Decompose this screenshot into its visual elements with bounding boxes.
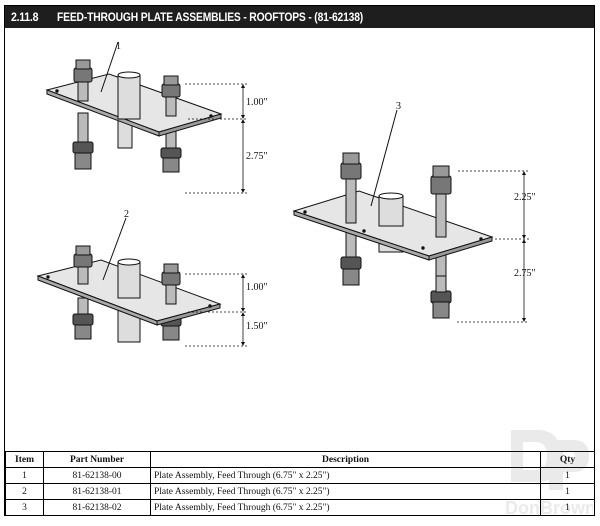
cell-part-number: 81-62138-00: [43, 467, 151, 484]
dim-a2-top: 1.00": [246, 282, 268, 293]
dim-a2-bottom: 1.50": [246, 321, 268, 332]
cell-qty: 1: [540, 499, 595, 516]
col-header-qty: Qty: [540, 451, 595, 468]
cell-qty: 1: [540, 483, 595, 500]
dim-a3-top: 2.25": [514, 192, 536, 203]
assembly-drawing: 1 1.00" 2.75": [5, 28, 594, 452]
dims-assembly-1: [185, 83, 247, 194]
cell-part-number: 81-62138-02: [43, 499, 151, 516]
drawing-canvas: 1 1.00" 2.75": [36, 41, 536, 347]
cell-description: Plate Assembly, Feed Through (6.75" x 2.…: [150, 467, 541, 484]
callout-3: 3: [396, 101, 401, 112]
assembly-2: [36, 217, 222, 343]
table-row: 2 81-62138-01 Plate Assembly, Feed Throu…: [5, 483, 595, 500]
assembly-1: [45, 41, 223, 173]
parts-table: Item Part Number Description Qty 1 81-62…: [5, 451, 595, 516]
table-row: 3 81-62138-02 Plate Assembly, Feed Throu…: [5, 499, 595, 516]
dim-a1-top: 1.00": [246, 97, 268, 108]
table-header-row: Item Part Number Description Qty: [5, 451, 595, 468]
assembly-3: [292, 109, 494, 319]
cell-description: Plate Assembly, Feed Through (6.75" x 2.…: [150, 499, 541, 516]
callout-2: 2: [124, 209, 129, 220]
cell-part-number: 81-62138-01: [43, 483, 151, 500]
catalog-sheet: 2.11.8 FEED-THROUGH PLATE ASSEMBLIES - R…: [4, 5, 595, 516]
col-header-description: Description: [150, 451, 541, 468]
table-row: 1 81-62138-00 Plate Assembly, Feed Throu…: [5, 467, 595, 484]
dim-a3-bottom: 2.75": [514, 268, 536, 279]
cell-description: Plate Assembly, Feed Through (6.75" x 2.…: [150, 483, 541, 500]
cell-item: 1: [5, 467, 44, 484]
cell-qty: 1: [540, 467, 595, 484]
cell-item: 2: [5, 483, 44, 500]
col-header-part-number: Part Number: [43, 451, 151, 468]
cell-item: 3: [5, 499, 44, 516]
section-header: 2.11.8 FEED-THROUGH PLATE ASSEMBLIES - R…: [5, 6, 594, 28]
dims-assembly-2: [185, 273, 247, 347]
callout-1: 1: [116, 41, 121, 52]
dim-a1-bottom: 2.75": [246, 151, 268, 162]
section-title: FEED-THROUGH PLATE ASSEMBLIES - ROOFTOPS…: [57, 10, 364, 24]
section-number: 2.11.8: [11, 10, 39, 24]
dims-assembly-3: [457, 170, 529, 323]
col-header-item: Item: [5, 451, 44, 468]
